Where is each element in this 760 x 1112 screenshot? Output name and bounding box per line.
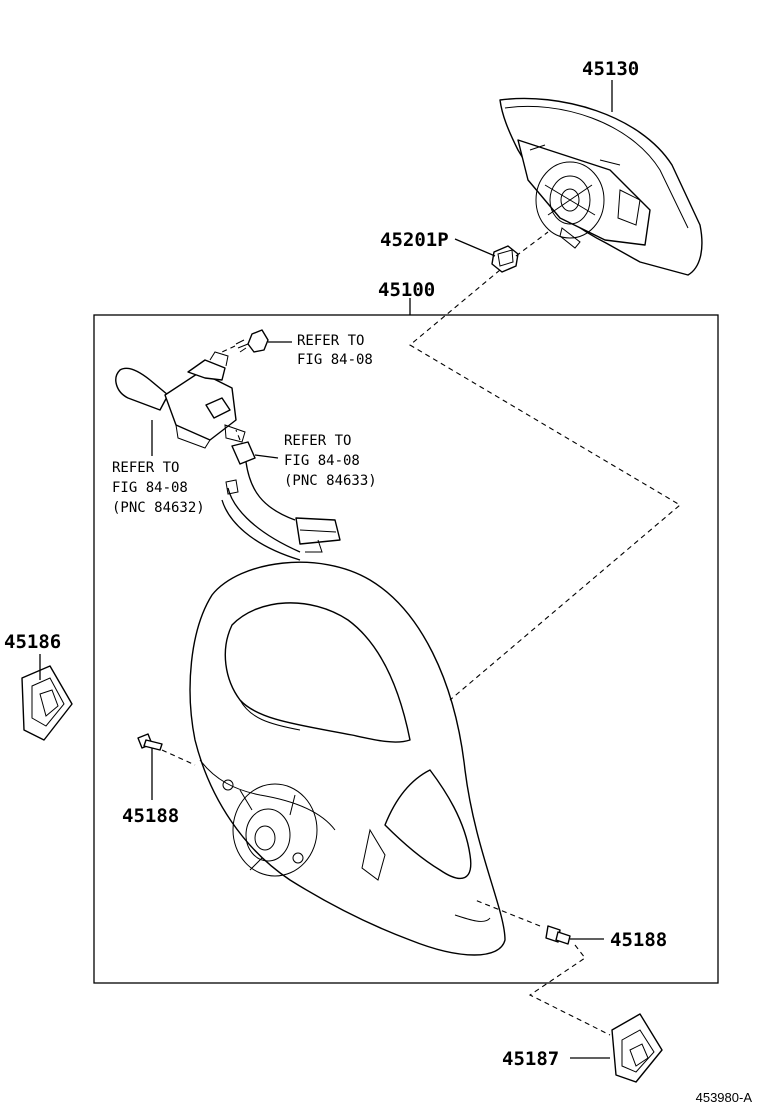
cover-45186-drawing <box>21 665 73 741</box>
combination-switch-drawing <box>115 351 246 449</box>
dashed-line-cover-right <box>528 944 611 1036</box>
part-no-45188-left: 45188 <box>122 805 179 827</box>
leader-45201p <box>454 238 496 257</box>
dashed-line-screw-left <box>161 749 196 766</box>
screw-45188-left-drawing <box>137 733 163 751</box>
note-refer-switch-line3: (PNC 84632) <box>112 500 205 516</box>
note-refer-bolt-line2: FIG 84-08 <box>297 352 373 368</box>
dashed-line-nut-to-pad <box>515 231 549 257</box>
bolt-drawing <box>235 329 269 353</box>
note-refer-cable-line3: (PNC 84633) <box>284 473 377 489</box>
part-no-45188-right: 45188 <box>610 929 667 951</box>
note-refer-switch-line1: REFER TO <box>112 460 179 476</box>
note-refer-cable-line2: FIG 84-08 <box>284 453 360 469</box>
part-no-45186: 45186 <box>4 631 61 653</box>
note-refer-switch-line2: FIG 84-08 <box>112 480 188 496</box>
cover-45187-drawing <box>611 1013 663 1083</box>
steering-wheel-drawing <box>189 561 506 956</box>
leader-refer-cable <box>254 454 279 459</box>
airbag-pad-45130-drawing <box>499 97 703 276</box>
part-no-45187: 45187 <box>502 1048 559 1070</box>
dashed-line-connector <box>235 429 241 441</box>
note-refer-cable-line1: REFER TO <box>284 433 351 449</box>
part-no-45201p: 45201P <box>380 229 449 251</box>
dashed-line-screw-right <box>474 899 541 927</box>
part-no-45100: 45100 <box>378 279 435 301</box>
note-refer-bolt-line1: REFER TO <box>297 333 364 349</box>
screw-45188-right-drawing <box>545 925 571 945</box>
dashed-line-nut-to-wheel <box>409 269 681 701</box>
assembly-45100-boundary <box>93 314 719 984</box>
nut-45201p-drawing <box>491 245 519 273</box>
reference-code: 453980-A <box>696 1090 753 1105</box>
cable-connector-drawing <box>221 441 341 561</box>
dashed-line-bolt <box>221 345 236 353</box>
part-no-45130: 45130 <box>582 58 639 80</box>
